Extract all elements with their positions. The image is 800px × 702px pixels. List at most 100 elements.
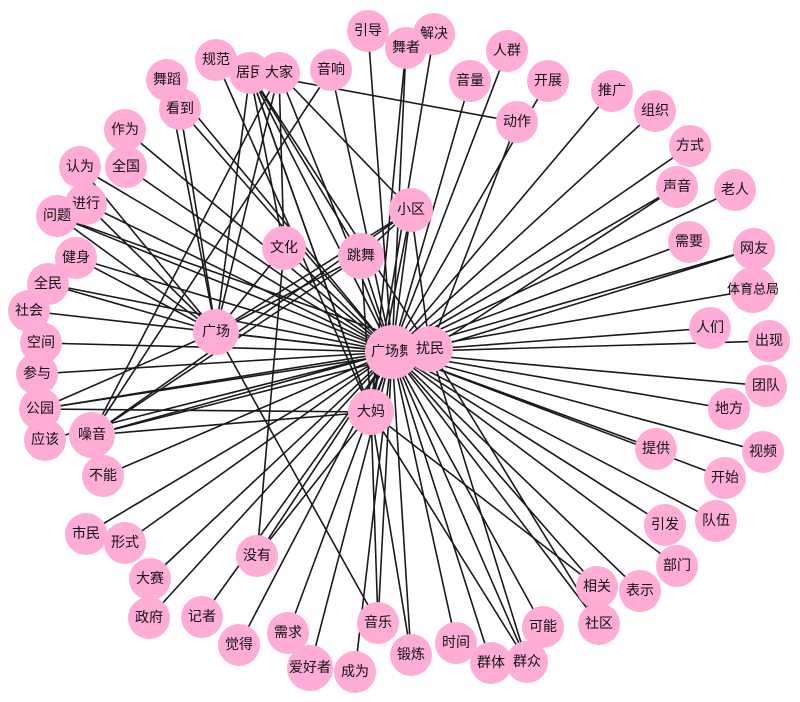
edge-大妈-公园: [39, 408, 372, 413]
node-可能: 可能: [522, 606, 564, 648]
node-体育总局: 体育总局: [727, 267, 779, 313]
node-label: 解决: [420, 26, 448, 42]
edge-广场舞-作为: [124, 129, 393, 353]
node-label: 规范: [202, 51, 230, 68]
node-label: 地方: [715, 401, 743, 417]
edge-广场舞-视频: [391, 351, 764, 453]
node-广场舞: 广场舞: [365, 325, 419, 379]
edge-广场舞-大赛: [149, 351, 393, 580]
node-circle: [24, 419, 66, 461]
node-circle: [20, 322, 62, 364]
node-circle: [407, 326, 453, 372]
node-circle: [310, 49, 352, 91]
edge-广场舞-不能: [102, 351, 393, 477]
node-部门: 部门: [656, 545, 698, 587]
node-label: 大妈: [357, 404, 385, 420]
edge-广场舞-健身: [75, 257, 393, 353]
node-label: 人群: [493, 43, 521, 59]
node-label: 体育总局: [727, 282, 779, 298]
node-circle: [195, 39, 237, 81]
edge-广场舞-引发: [391, 351, 666, 526]
node-circle: [496, 101, 538, 143]
node-作为: 作为: [104, 109, 146, 151]
node-label: 记者: [188, 609, 216, 625]
edge-广场舞-问题: [56, 215, 393, 353]
node-label: 进行: [72, 196, 100, 212]
edge-广场舞-社区: [391, 351, 600, 625]
node-锻炼: 锻炼: [390, 634, 432, 676]
node-label: 音乐: [364, 614, 392, 631]
node-音乐: 音乐: [357, 602, 399, 644]
node-circle: [591, 70, 633, 112]
edge-广场舞-市民: [85, 351, 393, 535]
node-label: 形式: [111, 535, 139, 551]
node-label: 团队: [752, 378, 780, 394]
node-circle: [129, 558, 171, 600]
node-人群: 人群: [486, 30, 528, 72]
node-circle: [619, 570, 661, 612]
node-label: 需求: [274, 625, 302, 641]
node-circle: [704, 457, 746, 499]
node-没有: 没有: [236, 535, 278, 577]
edge-大家-小区: [278, 72, 412, 211]
node-label: 视频: [749, 444, 777, 460]
node-舞者: 舞者: [385, 27, 427, 69]
node-circle: [287, 645, 333, 691]
edge-跳舞-居民: [249, 72, 362, 257]
node-label: 引发: [651, 517, 679, 533]
node-circle: [267, 612, 309, 654]
node-circle: [229, 52, 271, 94]
node-circle: [522, 606, 564, 648]
edge-广场舞-形式: [124, 351, 393, 544]
node-需求: 需求: [267, 612, 309, 654]
edge-文化-居民: [249, 72, 285, 249]
node-label: 群众: [513, 654, 541, 670]
node-label: 社区: [585, 616, 613, 632]
node-circle: [669, 125, 711, 167]
node-label: 大家: [265, 64, 293, 81]
node-label: 空间: [27, 335, 55, 351]
node-label: 可能: [529, 619, 557, 635]
edge-大妈-相关: [370, 411, 598, 588]
node-提供: 提供: [635, 428, 677, 470]
node-label: 社会: [15, 303, 43, 319]
node-不能: 不能: [82, 455, 124, 497]
node-circle: [578, 603, 620, 645]
node-label: 广场舞: [371, 344, 413, 360]
edge-文化-没有: [256, 247, 285, 557]
node-大赛: 大赛: [129, 558, 171, 600]
node-label: 开始: [711, 470, 739, 486]
node-全国: 全国: [105, 146, 147, 188]
edge-扰民-网友: [429, 248, 755, 350]
node-label: 方式: [676, 138, 704, 154]
node-引导: 引导: [347, 10, 389, 52]
node-人们: 人们: [689, 307, 731, 349]
node-circle: [218, 624, 260, 666]
node-circle: [656, 545, 698, 587]
node-居民: 居民: [229, 52, 271, 94]
node-认为: 认为: [59, 146, 101, 188]
node-circle: [258, 52, 300, 94]
node-广场: 广场: [193, 309, 239, 355]
node-觉得: 觉得: [218, 624, 260, 666]
edge-广场舞-认为: [79, 166, 393, 353]
edge-扰民-问题: [56, 215, 431, 350]
edge-广场舞-团队: [391, 351, 767, 387]
node-视频: 视频: [742, 431, 784, 473]
edge-广场舞-可能: [391, 351, 544, 628]
node-circle: [128, 597, 170, 639]
node-健身: 健身: [55, 237, 97, 279]
node-circle: [695, 500, 737, 542]
edge-广场舞-进行: [85, 203, 393, 353]
node-label: 小区: [397, 202, 425, 218]
node-噪音: 噪音: [69, 412, 115, 458]
node-label: 音量: [456, 72, 484, 89]
node-文化: 文化: [262, 226, 306, 270]
node-老人: 老人: [714, 169, 756, 211]
node-circle: [714, 169, 756, 211]
node-circle: [689, 307, 731, 349]
node-circle: [262, 226, 306, 270]
node-circle: [385, 27, 427, 69]
edge-广场-公园: [39, 331, 217, 410]
